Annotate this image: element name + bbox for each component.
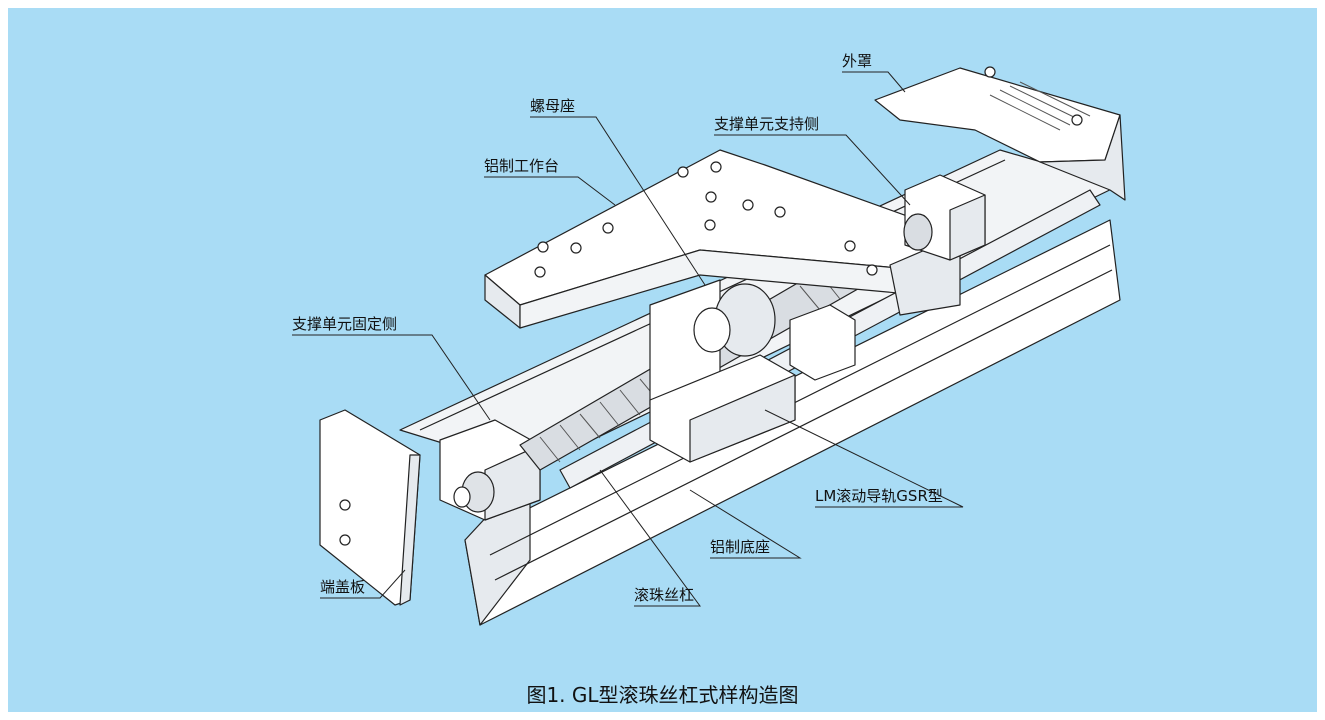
leader-work-table [484, 176, 616, 206]
figure-caption: 图1. GL型滚珠丝杠式样构造图 [526, 683, 799, 707]
label-lm-guide: LM滚动导轨GSR型 [815, 487, 943, 505]
lm-block-rear [789, 304, 856, 381]
leader-end-plate [320, 569, 406, 599]
leader-fixed-side [292, 334, 491, 421]
label-fixed-side: 支撑单元固定侧 [292, 315, 398, 333]
label-nut-housing: 螺母座 [530, 97, 576, 115]
label-support-side: 支撑单元支持侧 [714, 115, 820, 133]
leader-ball-screw [599, 469, 701, 607]
leader-nut-housing [530, 116, 706, 286]
label-end-plate: 端盖板 [320, 578, 366, 596]
label-ball-screw: 滚珠丝杠 [634, 586, 695, 604]
label-base: 铝制底座 [710, 538, 771, 556]
label-work-table: 铝制工作台 [484, 157, 560, 175]
leader-lm-guide [764, 409, 964, 508]
leader-support-side [714, 134, 911, 206]
leader-base [689, 489, 802, 559]
leader-cover [842, 71, 906, 93]
label-cover: 外罩 [842, 52, 873, 70]
cover-shape [874, 67, 1121, 163]
